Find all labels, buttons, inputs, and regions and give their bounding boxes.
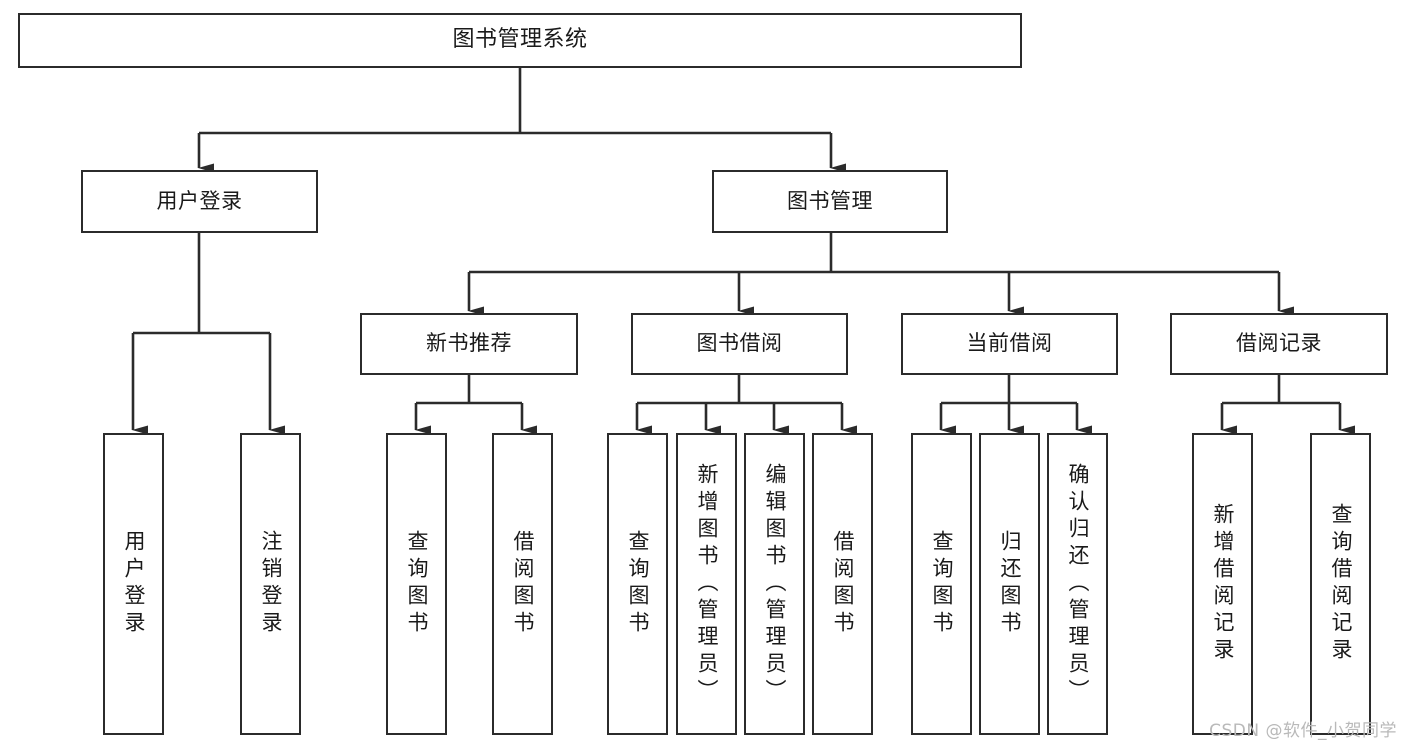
node-book-borrow-label: 图书借阅	[696, 331, 783, 356]
node-leaf-query-book-2-label: 查询图书	[626, 530, 650, 638]
node-leaf-add-book[interactable]: 新增图书（管理员）	[676, 433, 737, 735]
node-leaf-add-record[interactable]: 新增借阅记录	[1192, 433, 1253, 735]
node-leaf-add-book-label: 新增图书（管理员）	[695, 462, 719, 706]
node-leaf-query-book-2[interactable]: 查询图书	[607, 433, 668, 735]
node-leaf-borrow-book-1[interactable]: 借阅图书	[492, 433, 553, 735]
node-leaf-add-record-label: 新增借阅记录	[1211, 503, 1235, 665]
node-leaf-return-book-label: 归还图书	[998, 530, 1022, 638]
node-current-borrow-label: 当前借阅	[966, 331, 1053, 356]
node-leaf-query-book-3-label: 查询图书	[930, 530, 954, 638]
node-leaf-user-login-label: 用户登录	[122, 530, 146, 638]
node-user-login-label: 用户登录	[156, 188, 243, 213]
node-leaf-query-record-label: 查询借阅记录	[1329, 503, 1353, 665]
node-leaf-borrow-book-2[interactable]: 借阅图书	[812, 433, 873, 735]
node-leaf-user-login[interactable]: 用户登录	[103, 433, 164, 735]
node-leaf-return-book[interactable]: 归还图书	[979, 433, 1040, 735]
node-leaf-confirm-return[interactable]: 确认归还（管理员）	[1047, 433, 1108, 735]
node-leaf-borrow-book-1-label: 借阅图书	[511, 530, 535, 638]
node-leaf-edit-book[interactable]: 编辑图书（管理员）	[744, 433, 805, 735]
node-root[interactable]: 图书管理系统	[18, 13, 1022, 68]
node-leaf-query-book-1[interactable]: 查询图书	[386, 433, 447, 735]
node-book-manage[interactable]: 图书管理	[712, 170, 948, 233]
node-leaf-query-book-3[interactable]: 查询图书	[911, 433, 972, 735]
node-root-label: 图书管理系统	[452, 27, 588, 53]
node-book-manage-label: 图书管理	[787, 188, 873, 213]
node-borrow-record-label: 借阅记录	[1236, 331, 1322, 356]
node-borrow-record[interactable]: 借阅记录	[1170, 313, 1388, 375]
node-leaf-user-logout[interactable]: 注销登录	[240, 433, 301, 735]
node-book-borrow[interactable]: 图书借阅	[631, 313, 848, 375]
watermark: CSDN @软件_小贺同学	[1209, 721, 1397, 741]
node-leaf-borrow-book-2-label: 借阅图书	[831, 530, 855, 638]
node-new-book-rec[interactable]: 新书推荐	[360, 313, 578, 375]
node-leaf-query-record[interactable]: 查询借阅记录	[1310, 433, 1371, 735]
node-current-borrow[interactable]: 当前借阅	[901, 313, 1118, 375]
node-user-login[interactable]: 用户登录	[81, 170, 318, 233]
node-leaf-edit-book-label: 编辑图书（管理员）	[763, 462, 787, 706]
node-leaf-query-book-1-label: 查询图书	[405, 530, 429, 638]
node-new-book-rec-label: 新书推荐	[426, 331, 512, 356]
node-leaf-user-logout-label: 注销登录	[259, 530, 283, 638]
node-leaf-confirm-return-label: 确认归还（管理员）	[1066, 462, 1090, 706]
